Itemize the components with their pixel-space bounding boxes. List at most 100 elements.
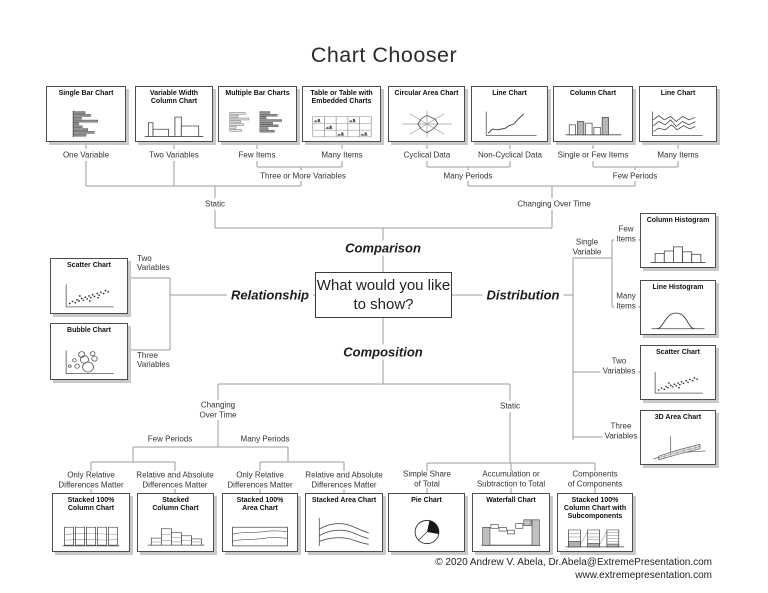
box-title: Column Histogram bbox=[646, 217, 710, 224]
box-title: Stacked 100% Area Chart bbox=[236, 497, 284, 512]
label-three-or-more-variables: Three or More Variables bbox=[260, 171, 346, 181]
footer-line-2: www.extremepresentation.com bbox=[575, 570, 712, 581]
label-components: Components of Components bbox=[567, 469, 623, 489]
box-title: Single Bar Chart bbox=[58, 90, 114, 97]
chart-box-line-chart-noncyclical: Line Chart bbox=[471, 86, 548, 142]
footer-line-1: © 2020 Andrew V. Abela, Dr.Abela@Extreme… bbox=[435, 557, 712, 568]
label-many-items-right: Many Items bbox=[614, 291, 638, 311]
chart-box-bubble-chart: Bubble Chart bbox=[50, 323, 128, 380]
chart-box-stacked-100-column: Stacked 100% Column Chart bbox=[52, 493, 130, 552]
chart-box-column-chart: Column Chart bbox=[553, 86, 633, 142]
label-only-relative-2: Only Relative Differences Matter bbox=[227, 470, 293, 490]
box-title: Bubble Chart bbox=[67, 327, 111, 334]
chart-box-multiple-bar-charts: Multiple Bar Charts bbox=[218, 86, 297, 142]
box-title: Line Histogram bbox=[652, 284, 704, 291]
chart-box-stacked-100-area: Stacked 100% Area Chart bbox=[222, 493, 298, 552]
label-few-periods-bottom: Few Periods bbox=[147, 434, 193, 444]
branch-composition: Composition bbox=[339, 344, 427, 360]
label-relative-absolute-1: Relative and Absolute Differences Matter bbox=[136, 470, 214, 490]
label-single-variable: Single Variable bbox=[572, 237, 602, 257]
label-many-periods: Many Periods bbox=[443, 171, 493, 181]
hub-question-box: What would you like to show? bbox=[315, 272, 452, 318]
chart-box-line-histogram: Line Histogram bbox=[640, 280, 716, 335]
stacked-column-chart-icon bbox=[147, 528, 204, 546]
box-title: Stacked 100% Column Chart with Subcompon… bbox=[563, 497, 627, 520]
label-many-items-2: Many Items bbox=[657, 150, 699, 160]
label-cyclical-data: Cyclical Data bbox=[403, 150, 451, 160]
box-title: Line Chart bbox=[492, 90, 527, 97]
chart-box-stacked-column: Stacked Column Chart bbox=[137, 493, 214, 552]
box-title: Multiple Bar Charts bbox=[225, 90, 290, 97]
box-title: Line Chart bbox=[660, 90, 696, 97]
scatter-chart-icon bbox=[65, 284, 114, 308]
chart-box-3d-area-chart: 3D Area Chart bbox=[640, 410, 716, 465]
stacked-100-column-chart-icon bbox=[62, 526, 120, 547]
stacked-100-area-chart-icon bbox=[232, 526, 288, 547]
3d-area-chart-icon bbox=[653, 436, 706, 461]
chart-box-scatter-relationship: Scatter Chart bbox=[50, 258, 128, 314]
page-title: Chart Chooser bbox=[310, 43, 458, 67]
copyright-footer: © 2020 Andrew V. Abela, Dr.Abela@Extreme… bbox=[435, 556, 712, 582]
table-embedded-charts-icon bbox=[311, 116, 372, 138]
box-title: Scatter Chart bbox=[67, 262, 111, 269]
label-two-variables-right: Two Variables bbox=[600, 356, 638, 376]
chart-box-variable-width-column-chart: Variable Width Column Chart bbox=[135, 86, 213, 142]
label-many-periods-bottom: Many Periods bbox=[240, 434, 290, 444]
line-histogram-icon bbox=[651, 312, 705, 330]
chart-box-scatter-distribution: Scatter Chart bbox=[640, 345, 716, 400]
chart-box-line-chart-many: Line Chart bbox=[639, 86, 717, 142]
chart-box-pie-chart: Pie Chart bbox=[388, 493, 465, 552]
box-title: Circular Area Chart bbox=[394, 90, 459, 97]
column-chart-icon bbox=[565, 117, 622, 136]
chart-box-circular-area-chart: Circular Area Chart bbox=[388, 86, 465, 142]
waterfall-chart-icon bbox=[481, 519, 541, 546]
chart-box-stacked-100-subcomponents: Stacked 100% Column Chart with Subcompon… bbox=[557, 493, 633, 552]
box-title: Stacked Area Chart bbox=[311, 497, 377, 504]
bubble-chart-icon bbox=[65, 350, 114, 375]
label-few-periods: Few Periods bbox=[612, 171, 658, 181]
label-single-or-few-items: Single or Few Items bbox=[557, 150, 629, 160]
box-title: Pie Chart bbox=[411, 497, 442, 504]
box-title: Table or Table with Embedded Charts bbox=[310, 90, 373, 105]
hub-question: What would you like to show? bbox=[316, 277, 451, 313]
stacked-100-subcomponents-icon bbox=[565, 529, 625, 548]
chart-box-waterfall-chart: Waterfall Chart bbox=[472, 493, 550, 552]
label-changing-over-time-bottom: Changing Over Time bbox=[199, 400, 237, 420]
scatter-chart-icon bbox=[654, 372, 703, 394]
box-title: 3D Area Chart bbox=[654, 414, 702, 421]
chart-box-table-embedded-charts: Table or Table with Embedded Charts bbox=[302, 86, 381, 142]
box-title: Column Chart bbox=[569, 90, 617, 97]
label-three-variables-right: Three Variables bbox=[602, 421, 640, 441]
circular-area-chart-icon bbox=[401, 110, 452, 138]
chart-box-column-histogram: Column Histogram bbox=[640, 213, 716, 268]
branch-distribution: Distribution bbox=[482, 287, 564, 303]
variable-width-column-chart-icon bbox=[144, 116, 204, 137]
label-one-variable: One Variable bbox=[62, 150, 110, 160]
chart-box-stacked-area: Stacked Area Chart bbox=[305, 493, 383, 552]
label-accumulation: Accumulation or Subtraction to Total bbox=[476, 469, 546, 489]
label-few-items-right: Few Items bbox=[614, 224, 638, 244]
multiple-bar-charts-icon bbox=[228, 111, 282, 133]
label-two-variables-left: Two Variables bbox=[137, 254, 170, 272]
chart-box-single-bar-chart: Single Bar Chart bbox=[46, 86, 126, 142]
label-simple-share: Simple Share of Total bbox=[402, 469, 452, 489]
stacked-area-chart-icon bbox=[318, 517, 369, 547]
label-many-items: Many Items bbox=[321, 150, 363, 160]
label-static-top: Static bbox=[204, 199, 226, 209]
label-only-relative-1: Only Relative Differences Matter bbox=[58, 470, 124, 490]
label-changing-over-time-top: Changing Over Time bbox=[517, 199, 591, 209]
box-title: Stacked Column Chart bbox=[152, 497, 199, 512]
single-bar-chart-icon bbox=[72, 110, 99, 138]
multi-line-chart-icon bbox=[651, 111, 703, 137]
branch-comparison: Comparison bbox=[341, 240, 425, 256]
label-two-variables: Two Variables bbox=[149, 150, 199, 160]
label-few-items: Few Items bbox=[238, 150, 276, 160]
label-static-bottom: Static bbox=[499, 401, 521, 411]
box-title: Stacked 100% Column Chart bbox=[67, 497, 115, 512]
label-three-variables-left: Three Variables bbox=[137, 351, 170, 369]
box-title: Variable Width Column Chart bbox=[149, 90, 199, 105]
box-title: Waterfall Chart bbox=[486, 497, 536, 504]
label-non-cyclical-data: Non-Cyclical Data bbox=[477, 150, 543, 160]
box-title: Scatter Chart bbox=[656, 349, 700, 356]
